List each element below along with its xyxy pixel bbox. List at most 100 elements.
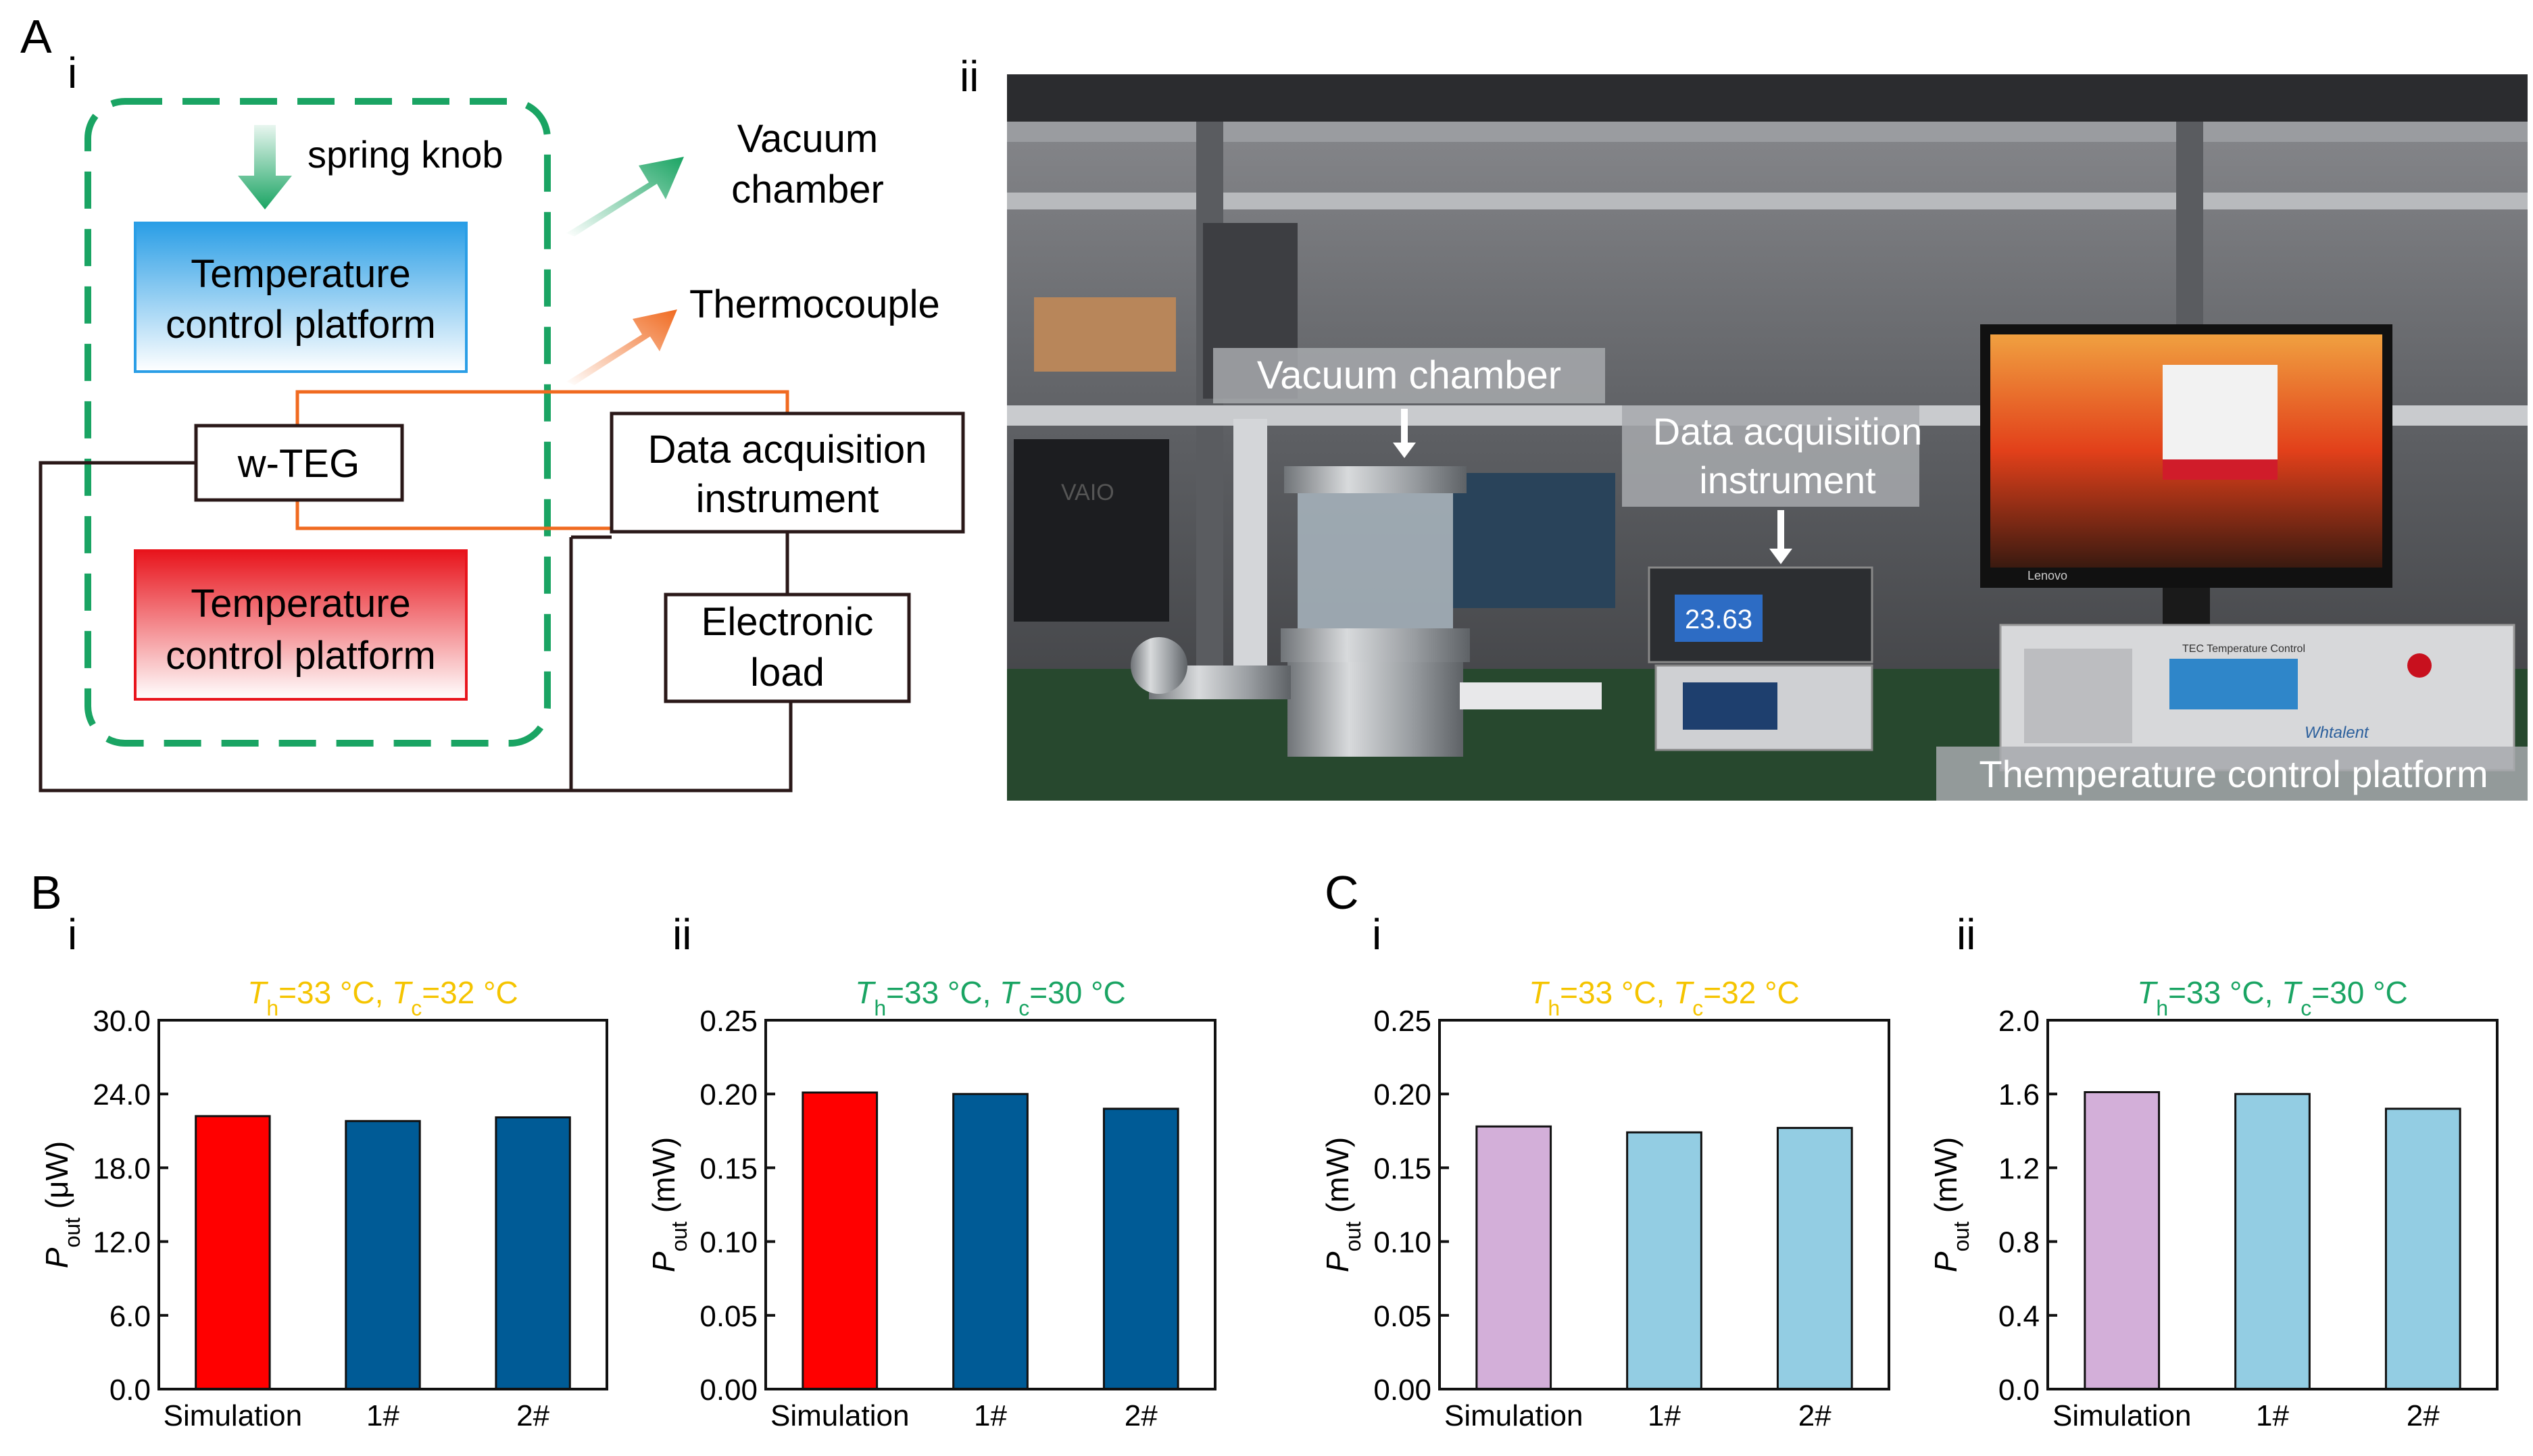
chart-Cii: Th=33 °C, Tc=30 °C0.00.40.81.21.62.0Simu… (1928, 975, 2499, 1432)
sublabel-a-i: i (68, 49, 77, 97)
x-tick-label: 1# (2256, 1399, 2289, 1432)
y-tick-label: 6.0 (109, 1300, 151, 1333)
chamber-base (1287, 662, 1463, 757)
schematic-diagram: spring knob Temperature control platform… (39, 98, 965, 793)
spring-knob-enclosure (84, 98, 551, 747)
sublabel-b-ii: ii (672, 910, 691, 959)
chart-Ci: Th=33 °C, Tc=32 °C0.000.050.100.150.200.… (1320, 975, 1890, 1432)
background-blue-box (1453, 473, 1615, 608)
daq-line2: instrument (696, 477, 879, 521)
title-part: c (2301, 996, 2311, 1020)
bar-2 (495, 1116, 571, 1390)
plot-frame (1438, 1019, 1890, 1390)
monitor-brand: Lenovo (2027, 569, 2067, 582)
x-tick-label: 2# (1125, 1399, 1158, 1432)
title-part: =32 °C (422, 975, 518, 1010)
daq-box (610, 411, 965, 534)
plot-frame (764, 1019, 1216, 1390)
wteg-label: w-TEG (237, 442, 360, 486)
bottom-temperature-platform (134, 549, 468, 701)
tc-label-bg (1936, 747, 2528, 801)
sublabel-c-i: i (1372, 910, 1381, 959)
title-part: =30 °C (2311, 975, 2407, 1010)
y-tick-label: 0.05 (1373, 1300, 1431, 1333)
bar-1 (1626, 1131, 1702, 1390)
panel-label-c: C (1325, 866, 1359, 919)
y-tick-label: 0.10 (1373, 1226, 1431, 1259)
photo-vacuum-label: Vacuum chamber (1257, 353, 1561, 397)
bottom-platform-line1: Temperature (191, 582, 411, 626)
y-tick-label: 0.8 (1998, 1226, 2040, 1259)
title-part: T (2282, 975, 2303, 1010)
title-part: T (855, 975, 876, 1010)
top-platform-line2: control platform (166, 303, 436, 347)
plot-frame (157, 1019, 608, 1390)
photo-daq-line2: instrument (1699, 459, 1876, 501)
vacuum-legend-line2: chamber (731, 168, 884, 211)
thermocouple-legend-arrow-icon (566, 309, 677, 385)
x-tick-label: Simulation (770, 1399, 909, 1432)
chart-Bi: Th=33 °C, Tc=32 °C0.06.012.018.024.030.0… (39, 975, 608, 1432)
title-part: =33 °C, (278, 975, 392, 1010)
y-tick-label: 0.00 (1373, 1374, 1431, 1407)
y-axis-label: Pout (mW) (1928, 1137, 1973, 1272)
top-temperature-platform (134, 222, 468, 373)
chart-title: Th=33 °C, Tc=30 °C (2137, 975, 2407, 1020)
panel-label-b: B (30, 866, 62, 919)
ylabel-unit: (mW) (1320, 1137, 1355, 1222)
ylabel-main: P (646, 1251, 681, 1272)
x-tick-label: Simulation (1444, 1399, 1583, 1432)
x-tick-label: 2# (1798, 1399, 1831, 1432)
title-part: T (1000, 975, 1020, 1010)
controller-enable-button (2407, 653, 2432, 678)
ylabel-main: P (1320, 1251, 1355, 1272)
x-tick-label: 1# (1648, 1399, 1681, 1432)
chart-title: Th=33 °C, Tc=32 °C (1529, 975, 1799, 1020)
hose (1460, 682, 1602, 709)
frame-top-rail (1007, 122, 2528, 142)
y-axis-label: Pout (mW) (1320, 1137, 1365, 1272)
daq-line1: Data acquisition (648, 428, 927, 472)
title-part: T (1673, 975, 1694, 1010)
title-part: =33 °C, (2168, 975, 2282, 1010)
background-monitor (1014, 439, 1169, 622)
y-tick-label: 0.10 (699, 1226, 758, 1259)
bar-1 (345, 1120, 421, 1390)
controller-screen (2169, 659, 2298, 709)
pressure-gauge (1131, 637, 1187, 694)
y-tick-label: 0.05 (699, 1300, 758, 1333)
title-part: T (247, 975, 268, 1010)
meter-reading: 23.63 (1685, 605, 1752, 634)
y-tick-label: 1.2 (1998, 1152, 2040, 1185)
circuit-wire-outer (39, 461, 793, 793)
y-tick-label: 0.20 (699, 1078, 758, 1111)
y-tick-label: 0.20 (1373, 1078, 1431, 1111)
x-tick-label: 2# (516, 1399, 549, 1432)
title-part: h (874, 996, 886, 1020)
title-part: T (392, 975, 413, 1010)
y-tick-label: 0.25 (1373, 1005, 1431, 1038)
ylabel-sub: out (1341, 1222, 1365, 1252)
y-tick-label: 1.6 (1998, 1078, 2040, 1111)
bar-1 (952, 1093, 1029, 1390)
sublabel-a-ii: ii (960, 52, 979, 101)
ylabel-main: P (1928, 1251, 1963, 1272)
chart-title: Th=33 °C, Tc=32 °C (247, 975, 518, 1020)
title-part: T (2137, 975, 2158, 1010)
x-tick-label: Simulation (2052, 1399, 2191, 1432)
title-part: c (1018, 996, 1029, 1020)
chamber-top-flange (1284, 466, 1467, 493)
bar-0 (2084, 1090, 2161, 1390)
x-tick-label: 2# (2407, 1399, 2440, 1432)
title-part: h (2156, 996, 2168, 1020)
bottom-platform-line2: control platform (166, 634, 436, 678)
vacuum-chamber-legend-arrow-icon (566, 157, 684, 236)
ylabel-unit: (mW) (1928, 1137, 1963, 1222)
ylabel-unit: (mW) (646, 1137, 681, 1222)
y-tick-label: 0.25 (699, 1005, 758, 1038)
sublabel-b-i: i (68, 910, 77, 959)
bar-0 (1475, 1125, 1552, 1390)
bar-1 (2234, 1093, 2311, 1390)
daq-label-bg (1622, 405, 1919, 507)
